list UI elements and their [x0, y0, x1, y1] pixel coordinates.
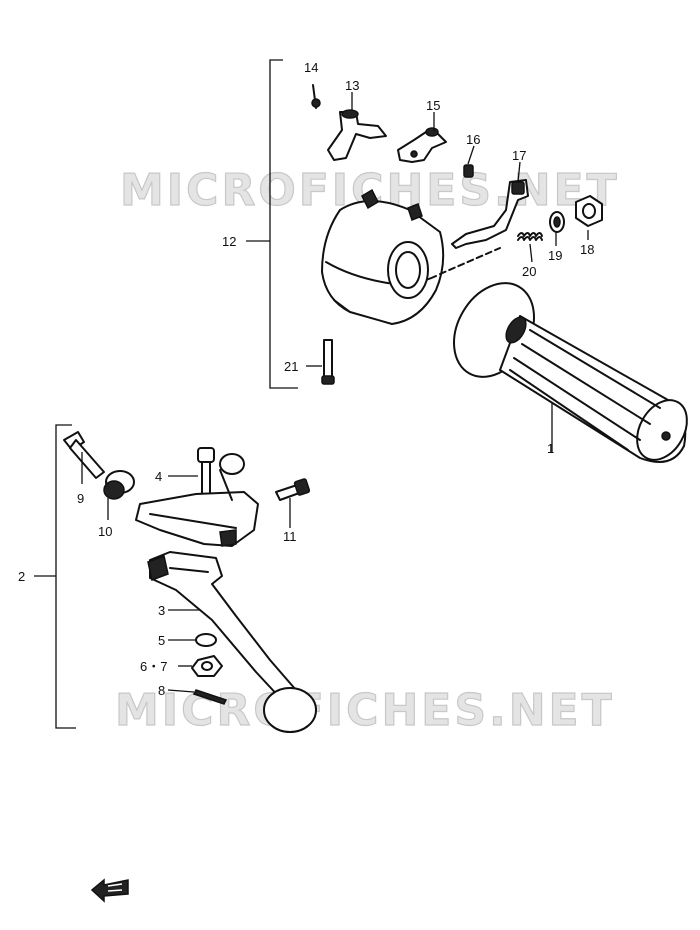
- callout-6-7: 6・7: [140, 659, 167, 674]
- part-11-screw: [275, 478, 311, 501]
- part-8-pin: [192, 689, 228, 705]
- part-16-screw: [463, 164, 474, 178]
- part-19-washer: [549, 211, 565, 233]
- part-15-clamp: [397, 127, 447, 163]
- switch-housing: [321, 188, 501, 325]
- callout-5: 5: [158, 633, 165, 648]
- bracket-2: [34, 424, 76, 729]
- part-5-washer: [195, 633, 217, 647]
- callout-8: 8: [158, 683, 165, 698]
- bracket-12: [246, 59, 298, 389]
- part-20-spring: [517, 232, 543, 241]
- callout-2: 2: [18, 569, 25, 584]
- callout-12: 12: [222, 234, 236, 249]
- callout-15: 15: [426, 98, 440, 113]
- callout-20: 20: [522, 264, 536, 279]
- callout-leaders: [81, 92, 589, 693]
- part-9-bolt: [63, 431, 105, 479]
- callout-14: 14: [304, 60, 318, 75]
- part-13-clamp: [327, 109, 387, 161]
- watermark-top: MICROFICHES.NET: [120, 165, 620, 216]
- part-21-screw: [321, 339, 335, 385]
- callout-1: 1: [547, 441, 554, 456]
- part-1-grip: [453, 282, 688, 463]
- lever-holder: [135, 453, 259, 547]
- part-10-collar: [103, 470, 135, 500]
- callout-4: 4: [155, 469, 162, 484]
- callout-19: 19: [548, 248, 562, 263]
- part-14-screw: [311, 84, 321, 109]
- front-arrow-icon: [90, 878, 129, 903]
- callout-16: 16: [466, 132, 480, 147]
- part-6-7-nut: [191, 655, 223, 677]
- callout-3: 3: [158, 603, 165, 618]
- callout-21: 21: [284, 359, 298, 374]
- callout-17: 17: [512, 148, 526, 163]
- callout-13: 13: [345, 78, 359, 93]
- callout-9: 9: [77, 491, 84, 506]
- part-18-nut: [575, 195, 603, 227]
- callout-11: 11: [283, 529, 297, 544]
- part-3-lever: [147, 551, 317, 733]
- callout-18: 18: [580, 242, 594, 257]
- part-4-bolt: [197, 447, 215, 495]
- watermark-bottom: MICROFICHES.NET: [115, 685, 615, 736]
- callout-10: 10: [98, 524, 112, 539]
